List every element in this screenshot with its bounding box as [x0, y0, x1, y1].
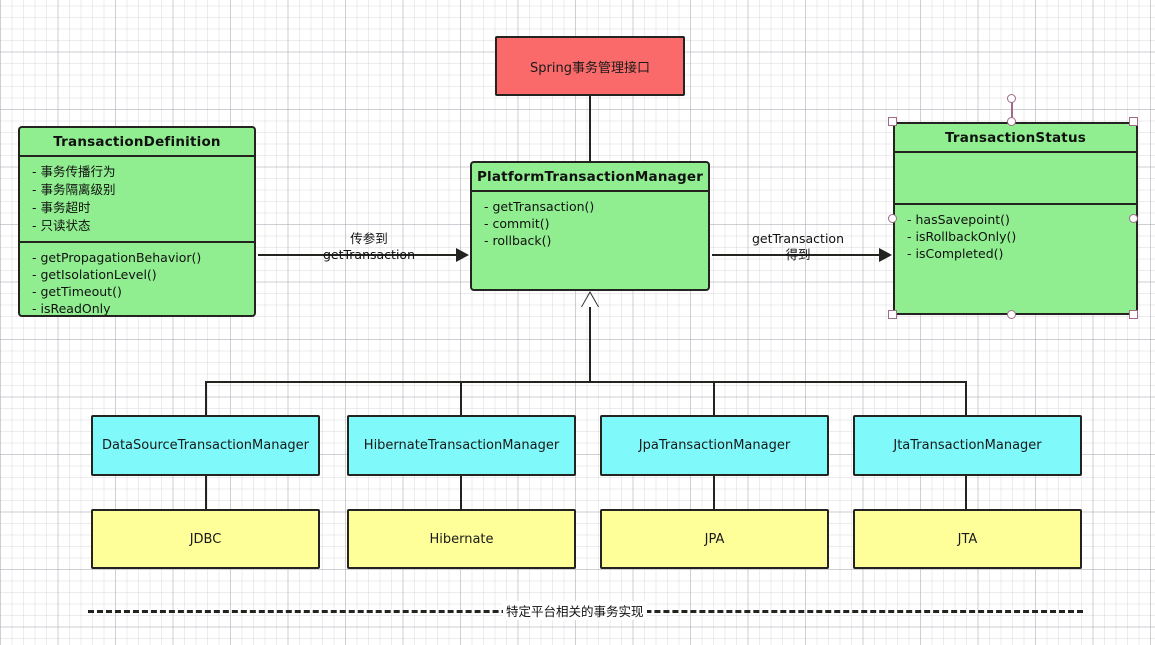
divider	[895, 203, 1136, 205]
edge-impl-to-platform-1	[460, 476, 462, 509]
divider	[20, 241, 254, 243]
method-item: - isCompleted()	[907, 246, 1004, 261]
impl-manager-label: JpaTransactionManager	[638, 438, 791, 453]
method-item: - isReadOnly	[32, 301, 111, 316]
resize-handle-bottom-right[interactable]	[1129, 310, 1138, 319]
method-item: - getTimeout()	[32, 284, 122, 299]
edge-bus-to-impl-1	[460, 381, 462, 415]
node-platform-0[interactable]: JDBC	[91, 509, 320, 569]
rotation-handle[interactable]	[1007, 94, 1016, 103]
edge-interface-to-manager	[589, 96, 591, 163]
edge-impl-to-platform-3	[965, 476, 967, 509]
edge-bus-to-impl-2	[713, 381, 715, 415]
impl-manager-label: JtaTransactionManager	[893, 438, 1042, 453]
method-item: - getTransaction()	[484, 199, 595, 214]
edge-label-line-2: 得到	[785, 247, 811, 262]
transaction-definition-title: TransactionDefinition	[53, 134, 221, 150]
node-spring-transaction-interface[interactable]: Spring事务管理接口	[495, 36, 685, 96]
resize-handle-top-right[interactable]	[1129, 117, 1138, 126]
transaction-status-attributes	[895, 153, 1136, 203]
resize-handle-top-left[interactable]	[888, 117, 897, 126]
platform-label: JDBC	[189, 531, 222, 547]
edge-label-definition-to-manager: 传参到 getTransaction	[305, 231, 433, 263]
edge-impl-to-platform-2	[713, 476, 715, 509]
node-platform-3[interactable]: JTA	[853, 509, 1082, 569]
divider	[20, 155, 254, 157]
node-transaction-definition[interactable]: TransactionDefinition - 事务传播行为 - 事务隔离级别 …	[18, 126, 256, 317]
method-item: - getIsolationLevel()	[32, 267, 157, 282]
node-platform-transaction-manager[interactable]: PlatformTransactionManager - getTransact…	[470, 161, 710, 291]
impl-manager-label: DataSourceTransactionManager	[101, 438, 310, 453]
generalization-arrowhead	[582, 293, 598, 307]
impl-manager-label: HibernateTransactionManager	[363, 438, 560, 453]
edge-definition-to-manager	[258, 254, 456, 256]
inheritance-bus-line	[205, 381, 967, 383]
platform-transaction-manager-methods: - getTransaction() - commit() - rollback…	[472, 192, 708, 289]
edge-impl-to-platform-0	[205, 476, 207, 509]
transaction-status-title: TransactionStatus	[944, 130, 1086, 146]
transaction-definition-methods: - getPropagationBehavior() - getIsolatio…	[20, 243, 254, 316]
edge-manager-to-status	[712, 254, 879, 256]
transaction-status-methods: - hasSavepoint() - isRollbackOnly() - is…	[895, 205, 1136, 313]
attribute-item: - 事务超时	[32, 200, 91, 215]
attribute-item: - 事务传播行为	[32, 164, 116, 179]
method-item: - commit()	[484, 216, 550, 231]
edge-label-line-1: getTransaction	[751, 231, 845, 246]
rotation-handle-stem	[1011, 101, 1013, 122]
divider	[895, 151, 1136, 153]
resize-handle-middle-right[interactable]	[1129, 214, 1138, 223]
platform-label: JTA	[957, 531, 978, 547]
node-impl-manager-2[interactable]: JpaTransactionManager	[600, 415, 829, 476]
arrowhead-definition-to-manager	[456, 248, 469, 262]
resize-handle-top-center[interactable]	[1007, 117, 1016, 126]
node-platform-2[interactable]: JPA	[600, 509, 829, 569]
footer-note: 特定平台相关的事务实现	[503, 601, 647, 620]
method-item: - rollback()	[484, 233, 552, 248]
node-platform-1[interactable]: Hibernate	[347, 509, 576, 569]
method-item: - getPropagationBehavior()	[32, 250, 202, 265]
platform-label: Hibernate	[429, 531, 494, 547]
resize-handle-bottom-center[interactable]	[1007, 310, 1016, 319]
method-item: - hasSavepoint()	[907, 212, 1010, 227]
edge-bus-to-impl-3	[965, 381, 967, 415]
spring-interface-label: Spring事务管理接口	[530, 60, 650, 76]
edge-bus-to-impl-0	[205, 381, 207, 415]
edge-label-line-1: 传参到	[350, 231, 388, 246]
edge-label-manager-to-status: getTransaction 得到	[733, 231, 863, 263]
attribute-item: - 只读状态	[32, 218, 91, 233]
attribute-item: - 事务隔离级别	[32, 182, 116, 197]
resize-handle-bottom-left[interactable]	[888, 310, 897, 319]
resize-handle-middle-left[interactable]	[888, 214, 897, 223]
platform-label: JPA	[704, 531, 725, 547]
edge-bus-to-manager	[589, 307, 591, 382]
node-impl-manager-1[interactable]: HibernateTransactionManager	[347, 415, 576, 476]
transaction-definition-attributes: - 事务传播行为 - 事务隔离级别 - 事务超时 - 只读状态	[20, 157, 254, 241]
node-transaction-status[interactable]: TransactionStatus - hasSavepoint() - isR…	[893, 122, 1138, 315]
divider	[472, 190, 708, 192]
node-impl-manager-0[interactable]: DataSourceTransactionManager	[91, 415, 320, 476]
method-item: - isRollbackOnly()	[907, 229, 1017, 244]
edge-label-line-2: getTransaction	[322, 247, 416, 262]
node-impl-manager-3[interactable]: JtaTransactionManager	[853, 415, 1082, 476]
platform-transaction-manager-title: PlatformTransactionManager	[476, 169, 704, 185]
arrowhead-manager-to-status	[879, 248, 892, 262]
